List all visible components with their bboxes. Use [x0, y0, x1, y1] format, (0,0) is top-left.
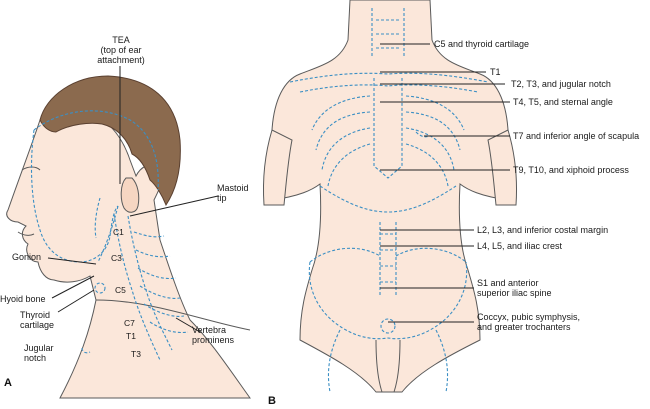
landmark-coccyx-line-2: and greater trochanters	[477, 322, 571, 332]
vertebra-c3: C3	[111, 253, 122, 263]
gonion-label: Gonion	[12, 252, 42, 262]
tea-label-line-2: (top of ear	[100, 45, 142, 55]
left-arm	[263, 129, 293, 206]
vertebra-label-line-2: prominens	[192, 335, 235, 345]
vertebra-t1: T1	[126, 331, 136, 341]
landmark-s1-line-1: S1 and anterior	[477, 278, 539, 288]
leader-lines-b	[380, 43, 510, 323]
panel-b-illustration	[263, 0, 517, 393]
landmark-s1-line-2: superior iliac spine	[477, 288, 552, 298]
leader-lines-a	[47, 66, 219, 333]
mouth	[17, 231, 35, 236]
vertebra-c5: C5	[115, 285, 126, 295]
vertebra-label: Vertebra prominens	[192, 325, 234, 345]
bone-outlines-b	[289, 8, 489, 393]
mastoid-label-line-1: Mastoid	[217, 183, 249, 193]
vertebra-t3: T3	[131, 349, 141, 359]
hyoid-label: Hyoid bone	[0, 294, 46, 304]
mastoid-label: Mastoid tip	[217, 183, 249, 203]
landmark-t2-t3-label: T2, T3, and jugular notch	[511, 79, 611, 89]
panel-b-letter: B	[268, 395, 276, 407]
shoulder-line	[95, 299, 251, 331]
panel-a-letter: A	[4, 377, 12, 389]
right-arm	[487, 129, 517, 206]
jugular-label: Jugular notch	[24, 343, 54, 363]
vertebra-label-line-1: Vertebra	[192, 325, 227, 335]
ear	[120, 177, 140, 213]
thyroid-label-line-1: Thyroid	[20, 310, 51, 320]
bone-outlines-a	[30, 110, 189, 361]
landmark-coccyx-label: Coccyx, pubic symphysis, and greater tro…	[477, 312, 580, 332]
tea-label-line-3: attachment)	[97, 55, 145, 65]
hair	[39, 75, 181, 207]
thyroid-label: Thyroid cartilage	[20, 310, 54, 330]
thyroid-label-line-2: cartilage	[20, 320, 55, 330]
mastoid-label-line-2: tip	[217, 193, 227, 203]
tea-label-line-1: TEA	[112, 35, 130, 45]
vertebra-c1: C1	[113, 227, 124, 237]
landmark-coccyx-line-1: Coccyx, pubic symphysis,	[477, 312, 581, 322]
landmark-t1-label: T1	[490, 67, 501, 77]
jugular-label-line-1: Jugular	[24, 343, 54, 353]
tea-label: TEA (top of ear attachment)	[86, 35, 156, 65]
vertebra-c7: C7	[124, 318, 135, 328]
landmark-t9-t10-label: T9, T10, and xiphoid process	[513, 165, 629, 175]
torso-skin	[271, 0, 509, 393]
landmark-t4-t5-label: T4, T5, and sternal angle	[513, 97, 613, 107]
landmark-t7-label: T7 and inferior angle of scapula	[513, 131, 640, 141]
landmark-l4-l5-label: L4, L5, and iliac crest	[477, 241, 563, 251]
landmark-s1-label: S1 and anterior superior iliac spine	[477, 278, 552, 298]
landmark-l2-l3-label: L2, L3, and inferior costal margin	[477, 225, 609, 235]
groin-outline	[375, 339, 401, 393]
jugular-label-line-2: notch	[24, 353, 47, 363]
landmark-c5-label: C5 and thyroid cartilage	[434, 39, 530, 49]
